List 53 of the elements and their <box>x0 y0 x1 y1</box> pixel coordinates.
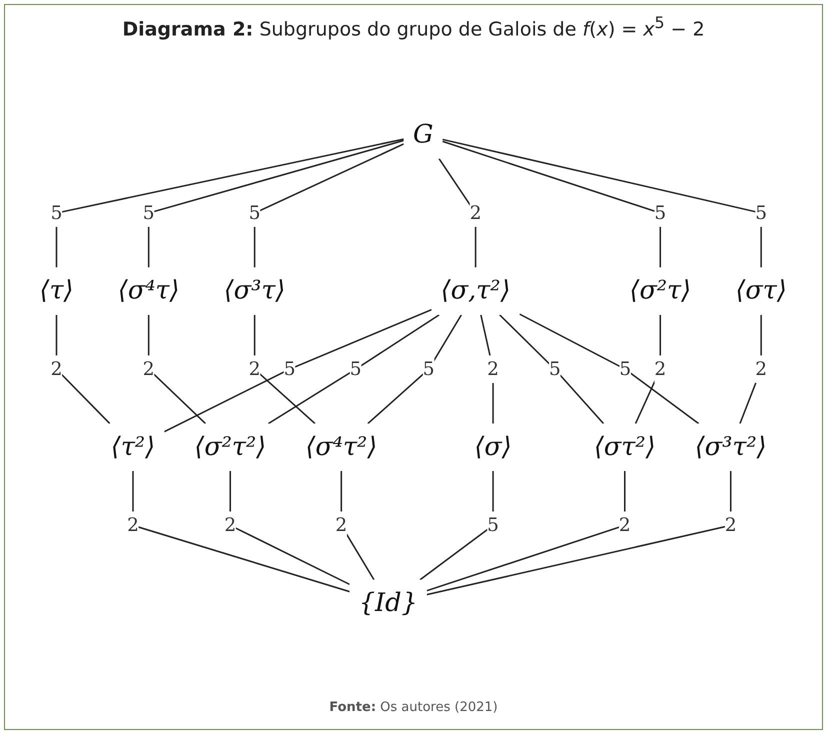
edge-label: 2 <box>725 514 737 536</box>
edge-label: 2 <box>619 514 631 536</box>
edge-label: 2 <box>50 358 63 380</box>
node-text: ⟨σ⁴τ⟩ <box>118 276 180 306</box>
edge-label: 2 <box>756 358 768 380</box>
node-text: ⟨σ²τ²⟩ <box>194 432 266 462</box>
node-text: ⟨τ⟩ <box>40 276 74 306</box>
edge-label: 2 <box>224 514 236 536</box>
connector <box>230 470 350 585</box>
edge-label: 5 <box>50 201 63 224</box>
connector <box>442 140 662 268</box>
edge-label: 5 <box>143 201 155 224</box>
node-text: G <box>413 120 434 150</box>
edge-label: 2 <box>487 358 500 380</box>
edge-label: 2 <box>336 514 348 536</box>
connector <box>56 138 404 268</box>
connector <box>254 143 404 268</box>
node-text: ⟨σ,τ²⟩ <box>441 276 511 306</box>
node-text: ⟨σ⟩ <box>474 432 512 462</box>
connector <box>427 470 732 596</box>
node-text: ⟨σ²τ⟩ <box>630 276 692 306</box>
node-text: ⟨στ²⟩ <box>594 432 656 462</box>
source-caption: Fonte: Os autores (2021) <box>329 700 498 715</box>
node-text: {Id} <box>359 588 418 618</box>
node-text: ⟨τ²⟩ <box>111 432 156 462</box>
edge-label: 5 <box>284 358 296 380</box>
edge-label: 2 <box>127 514 140 536</box>
edge-label: 5 <box>249 201 261 224</box>
edge-label: 5 <box>654 201 667 224</box>
edge-label: 2 <box>143 358 155 380</box>
edge-label: 2 <box>249 358 261 380</box>
edge-label: 5 <box>620 358 632 380</box>
edge-label: 5 <box>350 358 362 380</box>
node-text: ⟨σ⁴τ²⟩ <box>306 432 378 462</box>
connector <box>368 314 462 424</box>
connector <box>254 314 316 424</box>
edge-label: 5 <box>549 358 562 380</box>
edge-label: 2 <box>470 201 482 224</box>
edge-label: 5 <box>423 358 435 380</box>
node-text: ⟨σ³τ²⟩ <box>695 432 767 462</box>
connector <box>268 314 440 424</box>
connector <box>499 314 604 424</box>
edge-label: 2 <box>654 358 667 380</box>
edge-label: 5 <box>756 201 768 224</box>
connector <box>164 308 432 432</box>
node-text: ⟨σ³τ⟩ <box>224 276 286 306</box>
connector <box>148 140 404 268</box>
node-text: ⟨στ⟩ <box>736 276 788 306</box>
connector <box>132 470 350 592</box>
connector <box>442 138 762 268</box>
diagram-title: Diagrama 2: Subgrupos do grupo de Galois de f(x) = x$^{5}$ − 2 <box>122 13 705 40</box>
connector <box>426 470 626 592</box>
edge-label: 5 <box>487 514 500 536</box>
